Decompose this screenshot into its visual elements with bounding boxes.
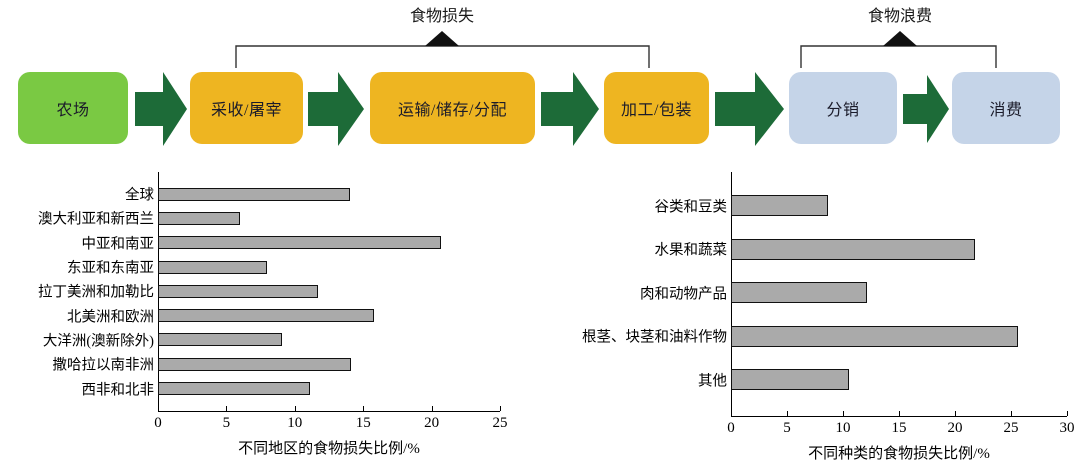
stage-label-harvest: 采收/屠宰 xyxy=(211,102,282,119)
stage-box-distribution[interactable]: 分销 xyxy=(789,72,897,144)
bracket-food-loss-pointer xyxy=(425,31,459,46)
arrow-icon-2 xyxy=(308,72,364,146)
category-label: 根茎、块茎和油料作物 xyxy=(582,329,727,346)
x-axis-tick-label: 30 xyxy=(1059,419,1075,436)
stage-label-processing: 加工/包装 xyxy=(621,102,692,119)
category-label: 全球 xyxy=(125,187,154,204)
x-axis-tick xyxy=(899,410,900,416)
x-axis-tick xyxy=(500,405,501,411)
category-label: 谷类和豆类 xyxy=(654,199,728,216)
x-axis-tick-label: 15 xyxy=(891,419,907,436)
bar xyxy=(158,333,283,347)
x-axis-tick xyxy=(731,410,732,416)
category-label: 大洋洲(澳新除外) xyxy=(42,333,154,350)
bar xyxy=(158,260,268,274)
bar xyxy=(731,238,976,260)
x-axis-tick-label: 5 xyxy=(222,414,231,431)
bracket-food-loss-label: 食物损失 xyxy=(409,8,474,25)
category-label: 中亚和南亚 xyxy=(81,236,155,253)
stage-label-consumption: 消费 xyxy=(989,102,1023,119)
arrow-icon-5 xyxy=(903,75,949,143)
x-axis-tick xyxy=(843,410,844,416)
arrow-icon-4 xyxy=(715,72,784,146)
stage-label-transport: 运输/储存/分配 xyxy=(398,102,507,119)
plot-area-left: 0 5 10 15 20 25 全球澳大利亚和新西兰中亚和南亚东亚和东南亚拉丁美洲和加勒比北… xyxy=(0,170,540,473)
stage-box-processing[interactable]: 加工/包装 xyxy=(604,72,709,144)
plot-area-right: 0 5 10 15 20 25 30 谷类和豆类水果和蔬菜肉和动物产品根茎、块茎和油料作物其他… xyxy=(540,170,1080,473)
bar xyxy=(731,195,829,217)
arrow-icon-1 xyxy=(135,72,187,146)
category-label: 西非和北非 xyxy=(81,382,155,399)
category-label: 其他 xyxy=(698,373,727,390)
x-axis-tick-label: 25 xyxy=(492,414,508,431)
category-label: 肉和动物产品 xyxy=(640,286,727,303)
x-axis-tick-label: 20 xyxy=(424,414,440,431)
category-label: 东亚和东南亚 xyxy=(67,260,154,277)
x-axis-tick-label: 20 xyxy=(947,419,963,436)
chart-food-loss-by-commodity: 0 5 10 15 20 25 30 谷类和豆类水果和蔬菜肉和动物产品根茎、块茎和油料作物其他… xyxy=(540,170,1080,473)
bar xyxy=(731,369,849,391)
stage-box-farm[interactable]: 农场 xyxy=(18,72,128,144)
x-axis-tick xyxy=(294,405,296,411)
x-axis-tick-label: 10 xyxy=(835,419,851,436)
x-axis-tick-label: 10 xyxy=(287,414,303,431)
x-axis-tick-label: 0 xyxy=(727,419,735,436)
x-axis-tick xyxy=(226,405,228,411)
bracket-food-waste-label: 食物浪费 xyxy=(867,8,932,25)
category-label: 澳大利亚和新西兰 xyxy=(38,211,154,228)
x-axis-tick xyxy=(1011,410,1012,416)
food-supply-chain-flow: 食物损失 食物浪费 农场 采收/屠宰 运输/储存/分配 加工/包装 分销 xyxy=(0,0,1080,170)
category-label: 拉丁美洲和加勒比 xyxy=(38,284,154,301)
bar xyxy=(158,236,442,250)
bar xyxy=(731,282,867,304)
x-axis-line xyxy=(731,415,1067,417)
x-axis-tick xyxy=(1067,410,1068,416)
x-axis-tick-label: 25 xyxy=(1003,419,1019,436)
x-axis-title: 不同地区的食物损失比例/% xyxy=(238,440,420,457)
bar xyxy=(158,187,350,201)
category-label: 撒哈拉以南非洲 xyxy=(52,357,155,374)
stage-box-transport[interactable]: 运输/储存/分配 xyxy=(370,72,535,144)
category-label: 水果和蔬菜 xyxy=(654,242,728,259)
x-axis-tick xyxy=(158,405,159,411)
x-axis-tick xyxy=(363,405,365,411)
bar xyxy=(731,325,1018,347)
stage-label-distribution: 分销 xyxy=(826,102,860,119)
x-axis-tick xyxy=(955,410,956,416)
stage-label-farm: 农场 xyxy=(56,102,90,119)
x-axis-title: 不同种类的食物损失比例/% xyxy=(808,445,990,462)
x-axis-tick xyxy=(431,405,433,411)
bar xyxy=(158,309,375,323)
x-axis-tick xyxy=(787,410,788,416)
bracket-food-waste-pointer xyxy=(883,31,917,46)
bar xyxy=(158,357,351,371)
x-axis-tick-label: 5 xyxy=(783,419,791,436)
category-label: 北美洲和欧洲 xyxy=(67,309,154,326)
bar xyxy=(158,211,241,225)
bar xyxy=(158,284,319,298)
x-axis-tick-label: 0 xyxy=(154,414,162,431)
arrow-icon-3 xyxy=(541,72,599,146)
x-axis-line xyxy=(158,410,500,412)
stage-box-harvest[interactable]: 采收/屠宰 xyxy=(190,72,303,144)
chart-food-loss-by-region: 0 5 10 15 20 25 全球澳大利亚和新西兰中亚和南亚东亚和东南亚拉丁美洲和加勒比北… xyxy=(0,170,540,473)
x-axis-tick-label: 15 xyxy=(355,414,371,431)
bar xyxy=(158,382,310,396)
stage-box-consumption[interactable]: 消费 xyxy=(952,72,1060,144)
